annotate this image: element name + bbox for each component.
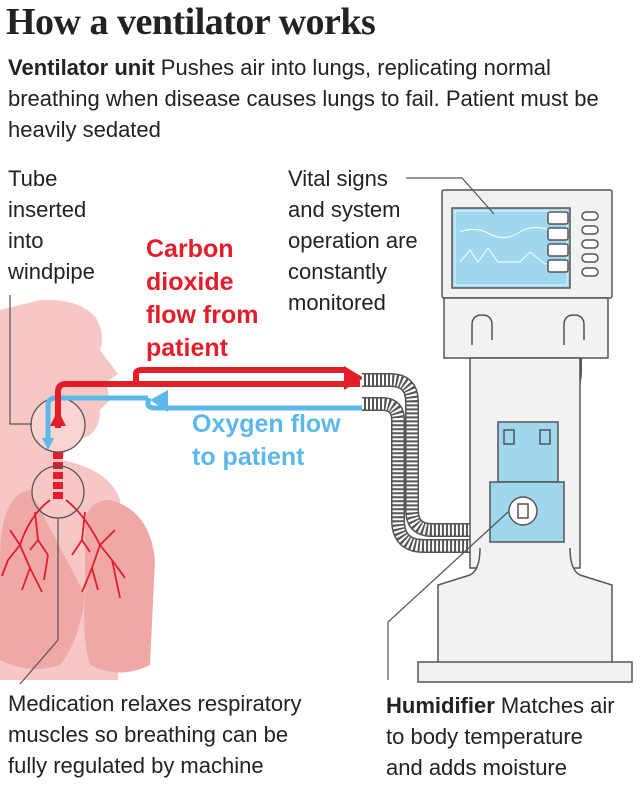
vital-signs-label: Vital signs and system operation are con… <box>288 163 418 318</box>
tube-label-line: Tube <box>8 166 58 191</box>
left-hose-connector <box>471 314 493 345</box>
medication-line: fully regulated by machine <box>8 753 264 778</box>
oxygen-arrow-down-icon <box>42 438 54 450</box>
oxygen-arrowhead-icon <box>150 390 168 412</box>
co2-flow-line-text: Carbon <box>146 235 234 263</box>
tube-label-line: windpipe <box>8 259 95 284</box>
co2-flow-line-text: dioxide <box>146 268 234 296</box>
lungs-silhouette <box>0 490 155 673</box>
humidifier-heading: Humidifier <box>386 693 495 718</box>
medication-line: muscles so breathing can be <box>8 722 289 747</box>
side-buttons <box>581 211 599 277</box>
tube-callout-line <box>9 295 32 425</box>
medication-label: Medication relaxes respiratory muscles s… <box>8 688 301 781</box>
intro-body: Pushes air into lungs, replicating norma… <box>8 55 599 142</box>
vital-signs-line: Vital signs <box>288 166 388 191</box>
humidifier-line: and adds moisture <box>386 755 567 780</box>
co2-flow-label: Carbon dioxide flow from patient <box>146 233 259 365</box>
humidifier-label: Humidifier Matches air to body temperatu… <box>386 690 615 783</box>
tube-label-line: into <box>8 228 44 253</box>
humidifier-dial-icon <box>508 496 538 526</box>
oxygen-flow-line <box>145 398 370 411</box>
screen-waveform <box>459 227 561 238</box>
humidifier-line: to body temperature <box>386 724 583 749</box>
intro-heading: Ventilator unit <box>8 55 155 80</box>
tube-label: Tube inserted into windpipe <box>8 163 95 287</box>
intro-text: Ventilator unit Pushes air into lungs, r… <box>8 52 634 145</box>
machine-base <box>417 661 633 683</box>
co2-flow-line-text: patient <box>146 334 228 362</box>
left-bronchi <box>1 499 51 593</box>
medication-callout-line <box>19 518 59 685</box>
vital-signs-line: monitored <box>288 290 386 315</box>
callout-lines <box>9 177 509 685</box>
vital-signs-line: operation are <box>288 228 418 253</box>
oxygen-flow-label: Oxygen flow to patient <box>192 408 341 474</box>
medication-line: Medication relaxes respiratory <box>8 691 302 716</box>
co2-tube-line <box>55 381 360 428</box>
windpipe-tube <box>30 381 360 453</box>
oxygen-flow-line-text: Oxygen flow <box>192 410 341 438</box>
lungs <box>0 432 155 673</box>
page-title: How a ventilator works <box>6 1 376 43</box>
co2-arrow-up-icon <box>50 410 66 426</box>
co2-flow-line <box>133 367 346 384</box>
right-bronchi <box>65 499 126 599</box>
ventilator-machine <box>417 189 633 683</box>
tube-label-line: inserted <box>8 197 87 222</box>
vital-signs-line: and system <box>288 197 401 222</box>
vital-signs-callout-line <box>406 177 495 215</box>
co2-arrowhead-icon <box>344 366 364 390</box>
humidifier-callout-line <box>387 511 509 680</box>
oxygen-flow-line-text: to patient <box>192 443 305 471</box>
humidifier-line-1: Humidifier Matches air <box>386 690 615 721</box>
vital-signs-line: constantly <box>288 259 388 284</box>
humidifier-line: Matches air <box>494 693 615 718</box>
right-hose-connector <box>563 314 585 345</box>
co2-flow-line-text: flow from <box>146 301 259 329</box>
flow-lines <box>133 366 370 412</box>
screen-buttons <box>547 211 569 273</box>
